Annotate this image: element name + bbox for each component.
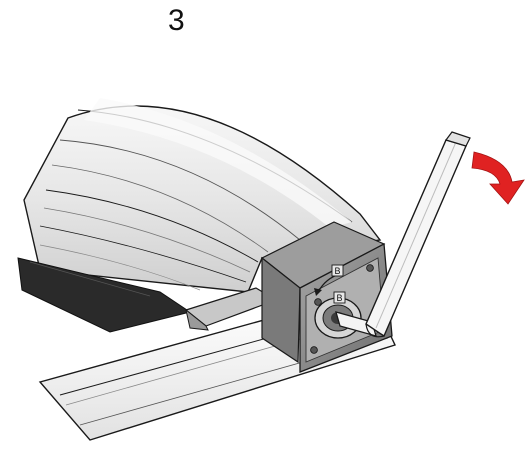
end-cap-label-upper-text: B: [334, 266, 340, 276]
end-cap-label-upper: B: [331, 264, 344, 277]
end-cap-label-lower-text: B: [336, 293, 342, 303]
end-cap: [260, 221, 393, 373]
cassette-profile: [17, 98, 382, 333]
hex-key: [335, 131, 471, 338]
step-number: 3: [168, 4, 185, 37]
end-cap-label-lower: B: [333, 291, 346, 304]
rotation-arrow-icon: [471, 151, 525, 205]
